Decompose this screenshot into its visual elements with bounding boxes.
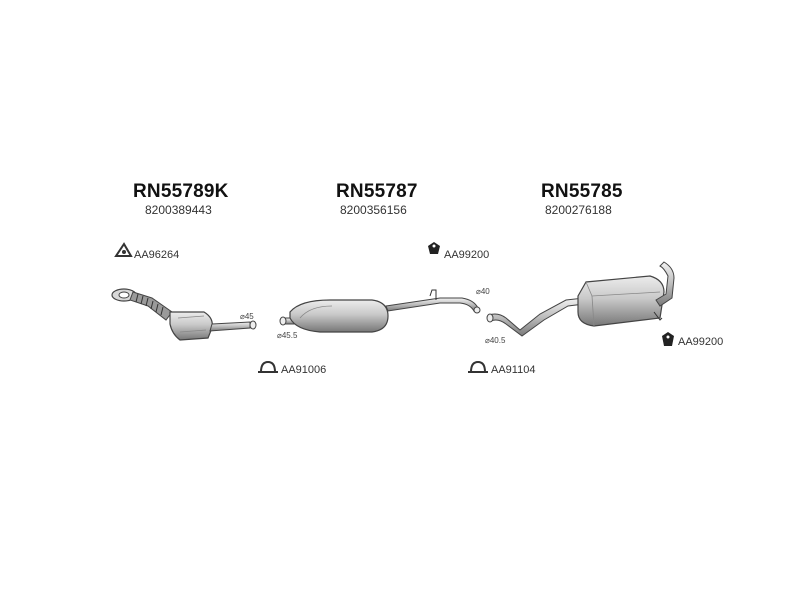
rubber-hanger-icon-right	[662, 332, 674, 346]
part-code-1: RN55789K	[133, 181, 229, 202]
diameter-label-40: ⌀40	[476, 287, 490, 296]
clamp-icon-left	[114, 242, 133, 257]
clamp-icon-right	[468, 360, 488, 373]
clamp-label-left: AA96264	[134, 249, 180, 261]
hanger-label-right: AA99200	[678, 336, 724, 348]
part-oe-number-1: 8200389443	[145, 203, 212, 217]
hanger-label-mid: AA99200	[444, 249, 490, 261]
diameter-label-45-5: ⌀45.5	[277, 331, 298, 340]
part-code-3: RN55785	[541, 181, 623, 202]
part-oe-number-3: 8200276188	[545, 203, 612, 217]
rear-silencer	[486, 261, 675, 337]
clamp-label-mid: AA91006	[281, 364, 327, 376]
diameter-label-40-5: ⌀40.5	[485, 336, 506, 345]
part-oe-number-2: 8200356156	[340, 203, 407, 217]
front-pipe-with-catalyst	[111, 288, 257, 341]
clamp-icon-mid	[258, 360, 278, 373]
middle-silencer-pipe	[279, 289, 481, 333]
rubber-hanger-icon-mid	[428, 242, 440, 254]
diameter-label-45: ⌀45	[240, 312, 254, 321]
part-code-2: RN55787	[336, 181, 418, 202]
clamp-label-right: AA91104	[491, 364, 536, 376]
